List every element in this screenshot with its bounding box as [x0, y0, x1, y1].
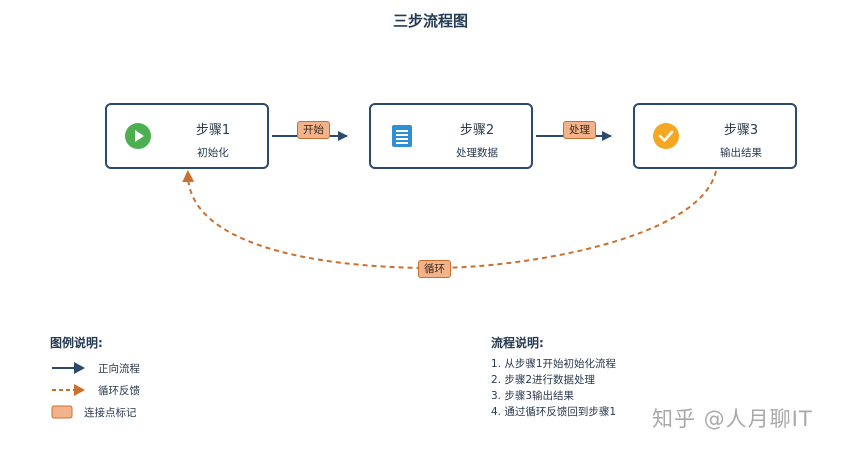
tag-swatch-icon — [51, 405, 73, 419]
flow-step: 2. 步骤2进行数据处理 — [491, 374, 596, 386]
legend-label: 正向流程 — [98, 363, 140, 375]
node-step3: 步骤3 输出结果 — [633, 103, 797, 169]
node-step1: 步骤1 初始化 — [105, 103, 269, 169]
node-title: 步骤1 — [195, 123, 231, 138]
flow-step: 4. 通过循环反馈回到步骤1 — [491, 406, 617, 418]
play-circle-icon — [125, 123, 151, 149]
node-title: 步骤3 — [723, 123, 759, 138]
flow-step: 1. 从步骤1开始初始化流程 — [491, 358, 617, 370]
edge-step3-step1-loop — [182, 170, 717, 270]
watermark: 知乎 @人月聊IT — [652, 407, 813, 431]
node-subtitle: 初始化 — [197, 147, 229, 159]
node-title: 步骤2 — [459, 123, 495, 138]
flow-title: 流程说明: — [491, 336, 544, 350]
legend-label: 循环反馈 — [98, 385, 140, 397]
edge-label-loop: 循环 — [418, 260, 451, 278]
legend-label: 连接点标记 — [84, 407, 137, 419]
node-subtitle: 输出结果 — [720, 147, 762, 159]
flow-step: 3. 步骤3输出结果 — [491, 390, 575, 402]
flow-steps-list: 1. 从步骤1开始初始化流程 2. 步骤2进行数据处理 3. 步骤3输出结果 4… — [491, 356, 616, 420]
legend-title: 图例说明: — [50, 336, 103, 350]
dashed-arrow-icon — [52, 384, 85, 396]
check-circle-icon — [653, 123, 679, 149]
edge-label-start: 开始 — [297, 121, 330, 139]
node-step2: 步骤2 处理数据 — [369, 103, 533, 169]
solid-arrow-icon — [52, 362, 85, 374]
document-list-icon — [392, 125, 412, 147]
node-subtitle: 处理数据 — [456, 147, 498, 159]
edge-label-process: 处理 — [563, 121, 596, 139]
diagram-title: 三步流程图 — [392, 12, 468, 30]
